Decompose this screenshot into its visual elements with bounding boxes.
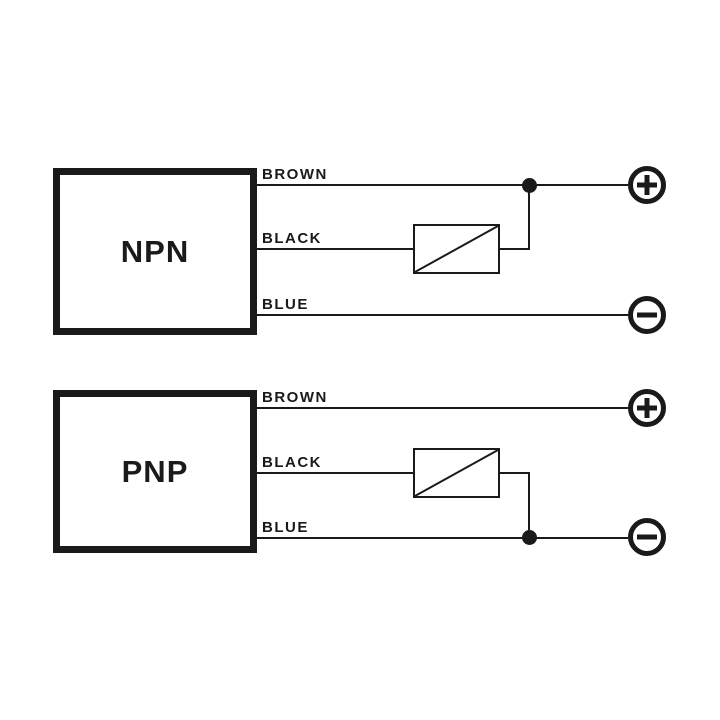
pnp-blue-wire <box>257 537 628 539</box>
pnp-brown-wire <box>257 407 628 409</box>
npn-junction-riser-wire <box>528 185 530 249</box>
sensor-type-label-pnp: PNP <box>121 453 189 489</box>
pnp-brown-wire-label: BROWN <box>262 389 328 406</box>
pnp-plus-terminal-icon <box>628 389 666 427</box>
pnp-load-diagonal <box>415 450 498 496</box>
plus-bar-v <box>644 398 650 418</box>
npn-black-wire <box>257 248 413 250</box>
npn-brown-wire-label: BROWN <box>262 166 328 183</box>
pnp-junction-drop-wire <box>528 473 530 538</box>
pnp-black-wire-label: BLACK <box>262 454 322 471</box>
npn-junction-dot-icon <box>522 178 537 193</box>
pnp-black-wire-to-junction <box>500 472 530 474</box>
pnp-minus-terminal-icon <box>628 518 666 556</box>
npn-plus-terminal-icon <box>628 166 666 204</box>
minus-bar-h <box>637 534 657 540</box>
sensor-box-pnp: PNP <box>53 390 257 553</box>
npn-brown-wire <box>257 184 628 186</box>
npn-load-box-icon <box>413 224 500 274</box>
plus-bar-v <box>644 175 650 195</box>
npn-black-wire-to-junction <box>500 248 530 250</box>
pnp-blue-wire-label: BLUE <box>262 519 309 536</box>
pnp-load-box-icon <box>413 448 500 498</box>
pnp-black-wire <box>257 472 413 474</box>
npn-minus-terminal-icon <box>628 296 666 334</box>
minus-bar-h <box>637 312 657 318</box>
npn-blue-wire-label: BLUE <box>262 296 309 313</box>
npn-black-wire-label: BLACK <box>262 230 322 247</box>
npn-load-diagonal <box>415 226 498 272</box>
sensor-box-npn: NPN <box>53 168 257 335</box>
sensor-type-label-npn: NPN <box>120 233 190 269</box>
npn-blue-wire <box>257 314 628 316</box>
